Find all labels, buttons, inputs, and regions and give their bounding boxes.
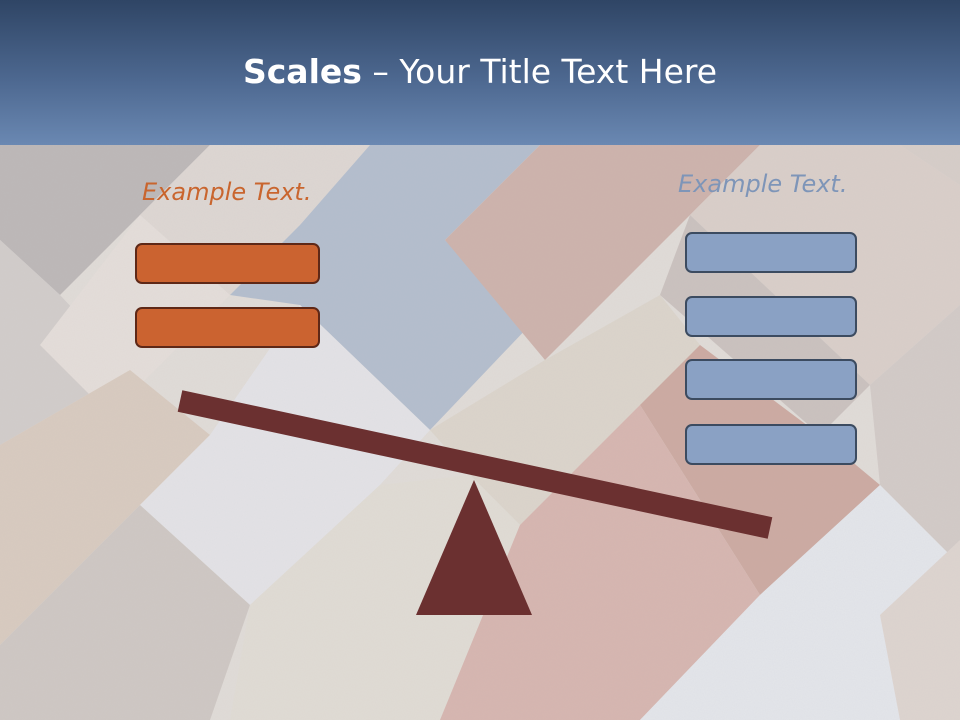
scale-beam[interactable] xyxy=(177,390,773,539)
title-bold: Scales xyxy=(242,52,362,91)
tile-background-image xyxy=(0,145,960,720)
right-text-box[interactable] xyxy=(685,296,857,337)
right-text-box[interactable] xyxy=(685,232,857,273)
left-example-text: Example Text. xyxy=(142,178,312,206)
title-bar: Scales – Your Title Text Here xyxy=(0,0,960,145)
title-rest: – Your Title Text Here xyxy=(361,52,718,91)
scale-fulcrum xyxy=(416,480,532,615)
left-text-box[interactable] xyxy=(135,307,320,348)
right-text-box[interactable] xyxy=(685,424,857,465)
right-example-text: Example Text. xyxy=(678,170,848,198)
left-text-box[interactable] xyxy=(135,243,320,284)
right-text-box[interactable] xyxy=(685,359,857,400)
slide-title: Scales – Your Title Text Here xyxy=(0,52,960,91)
